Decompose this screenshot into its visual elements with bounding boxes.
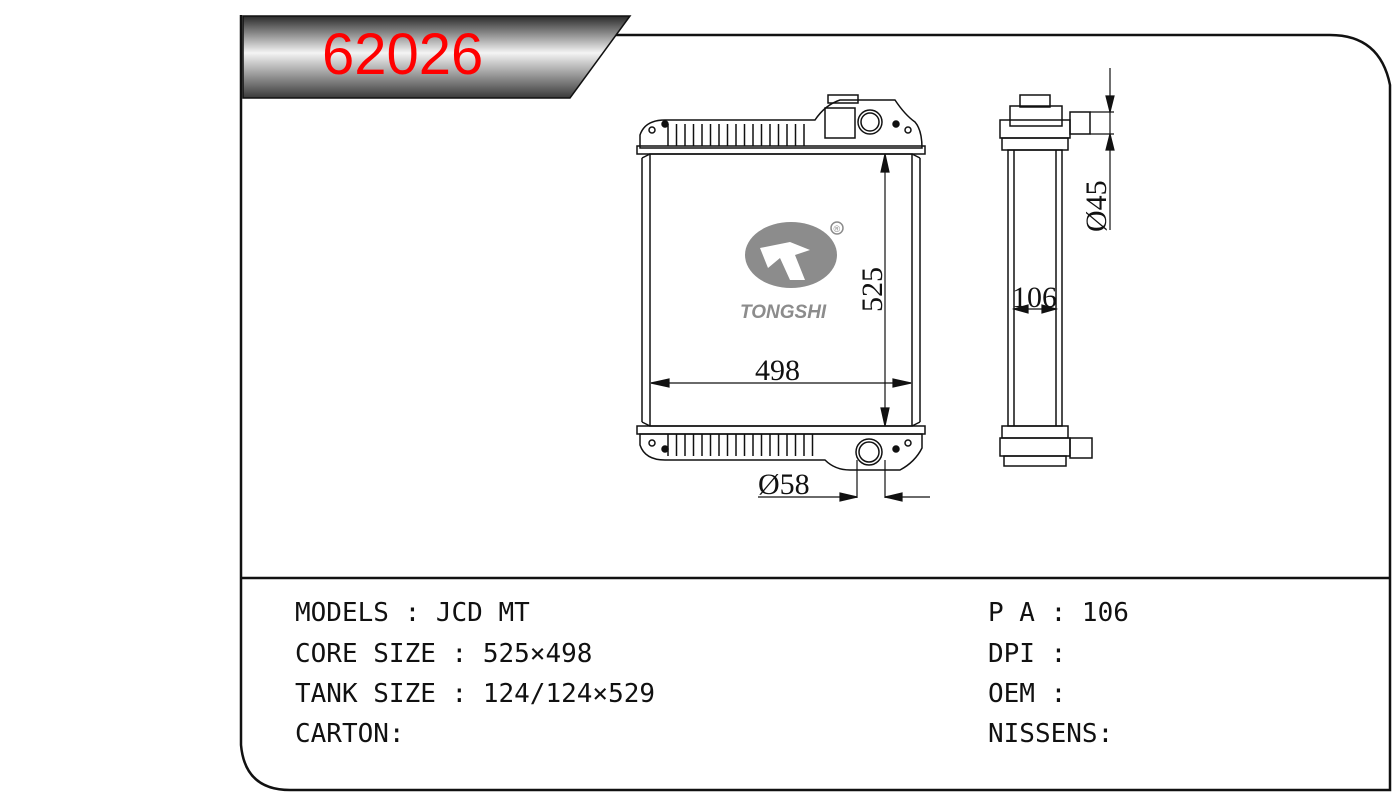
spec-oem: OEM : xyxy=(988,679,1067,709)
height-dimension: 525 xyxy=(856,267,889,312)
spec-carton: CARTON: xyxy=(295,719,405,749)
title-tab xyxy=(242,15,632,99)
part-number: 62026 xyxy=(322,22,484,87)
spec-nissens: NISSENS: xyxy=(988,719,1114,749)
inlet-diameter: Ø45 xyxy=(1080,180,1113,232)
spec-core-size: CORE SIZE : 525×498 xyxy=(295,639,593,669)
spec-models: MODELS : JCD MT xyxy=(295,598,530,628)
svg-text:TONGSHI: TONGSHI xyxy=(740,302,827,323)
spec-dpi: DPI : xyxy=(988,639,1067,669)
depth-dimension: 106 xyxy=(1012,281,1057,314)
svg-text:®: ® xyxy=(834,224,841,234)
radiator-side-view xyxy=(999,94,1093,467)
dimension-lines xyxy=(650,153,930,502)
spec-tank-size: TANK SIZE : 124/124×529 xyxy=(295,679,656,709)
spec-pa: P A : 106 xyxy=(988,598,1129,628)
width-dimension: 498 xyxy=(755,354,800,387)
tongshi-logo: ® TONGSHI xyxy=(740,221,844,323)
radiator-front-view xyxy=(636,94,926,471)
outlet-diameter: Ø58 xyxy=(758,468,810,501)
